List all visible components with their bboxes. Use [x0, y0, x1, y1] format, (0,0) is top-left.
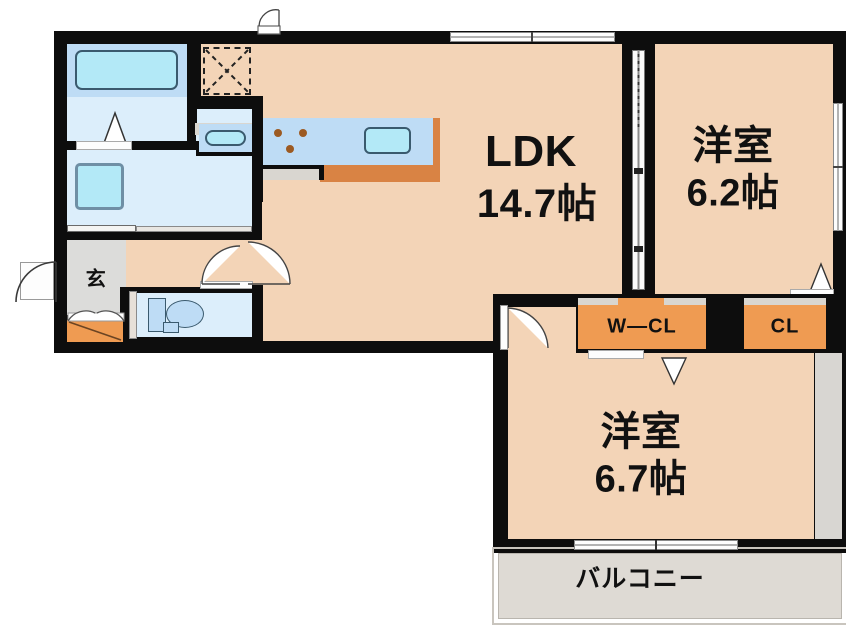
closet-w-cl-door-right[interactable]	[664, 298, 706, 305]
wcl-door-swing-icon[interactable]	[660, 356, 688, 386]
balcony-label: バルコニー	[575, 565, 705, 593]
bedroom-62-floor	[655, 44, 833, 296]
attic-hatch-cross-icon	[205, 49, 249, 93]
bedroom-62-label: 洋室	[692, 124, 774, 168]
kitchen-sink-basin-icon	[364, 127, 411, 154]
closet-w-cl-ext	[588, 298, 696, 308]
genkan-floor	[67, 239, 126, 315]
bedroom-67-door-panel	[500, 305, 508, 350]
kitchen-left-wall-vert	[252, 165, 263, 202]
washing-machine-pan-icon	[75, 163, 124, 210]
ldk-label: LDK	[485, 127, 577, 176]
attic-access-hatch-icon	[203, 47, 251, 95]
stove-burner-1-icon	[274, 129, 282, 137]
bedroom-67-door-swing-icon[interactable]	[506, 306, 550, 350]
bedroom-67-floor	[508, 353, 814, 539]
hall-right-wall	[252, 285, 263, 343]
bath-right-wall	[187, 44, 201, 109]
bathtub-basin	[75, 50, 178, 90]
entrance-door-frame	[20, 262, 54, 300]
dressing-cabinet-strip	[67, 225, 136, 232]
bedroom-67-area-label: 6.7帖	[594, 458, 688, 501]
meter-box-door-icon	[257, 9, 281, 35]
hatch-bottom-wall	[187, 96, 262, 109]
hall-door-swing-b-icon[interactable]	[246, 240, 292, 286]
genkan-closet-doors-icon	[67, 310, 125, 322]
genkan-label: 玄	[85, 268, 107, 291]
ldk-area-label: 14.7帖	[476, 182, 598, 226]
dressing-counter-strip	[136, 226, 252, 232]
stove-burner-3-icon	[286, 145, 294, 153]
stove-burner-2-icon	[299, 129, 307, 137]
closet-cl	[744, 305, 826, 349]
lower-right-grey-strip	[815, 353, 842, 539]
toilet-tank-icon	[148, 298, 166, 332]
ldk-top-window-mullion-icon	[450, 32, 615, 42]
toilet-door-panel[interactable]	[129, 291, 137, 339]
closet-w-cl	[578, 305, 706, 349]
ldk-floor-upper	[190, 44, 280, 101]
stove-cooktop	[263, 118, 321, 165]
bedroom-62-window-mullion-icon	[833, 103, 843, 231]
bath-bottom-wall	[67, 141, 201, 150]
toilet-base-icon	[163, 322, 179, 333]
balcony-window-mullion-icon	[574, 540, 738, 550]
sliding-door-track-icon	[634, 50, 643, 290]
bath-door-threshold	[76, 141, 132, 150]
shoe-cabinet-diagonal-icon	[68, 321, 122, 341]
ldk-floor	[262, 44, 622, 341]
closet-w-cl-door-left[interactable]	[578, 298, 618, 305]
balcony-floor	[498, 553, 842, 619]
bedroom-67-label: 洋室	[600, 410, 682, 454]
closet-w-cl-label: W—CL	[607, 315, 677, 338]
kitchen-cabinet-panel	[263, 169, 319, 180]
wash-basin-bowl-icon	[205, 130, 246, 146]
closet-cl-door[interactable]	[744, 298, 826, 305]
hall-door-swing-a-icon[interactable]	[200, 244, 242, 286]
entrance-door-swing-icon[interactable]	[13, 258, 61, 306]
hall-top-wall	[67, 232, 262, 240]
bedroom-62-area-label: 6.2帖	[686, 172, 780, 215]
closet-cl-label: CL	[770, 315, 800, 338]
vanity-left-wall	[187, 109, 197, 123]
wcl-door-threshold	[588, 350, 644, 359]
